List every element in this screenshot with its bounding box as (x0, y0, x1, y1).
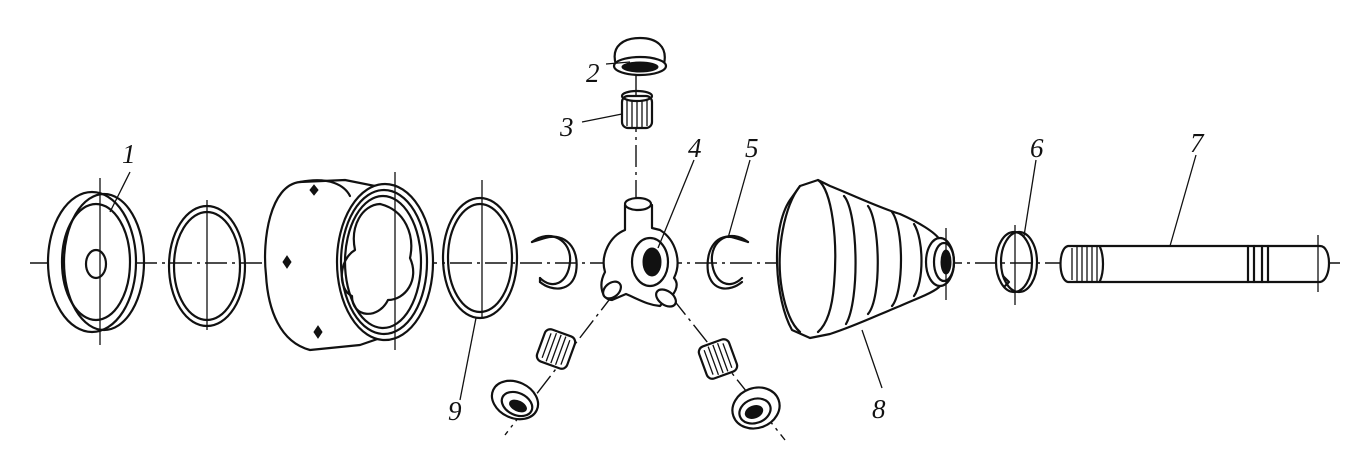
callout-label-8: 8 (872, 394, 886, 424)
part-4-tripod-spider (600, 196, 679, 308)
callout-label-7: 7 (1190, 128, 1205, 158)
callout-label-2: 2 (586, 58, 600, 88)
cap-lower-left (490, 379, 540, 421)
part-3-needle-bearing-top (620, 89, 654, 130)
callout-label-1: 1 (122, 139, 136, 169)
o-ring-left (167, 200, 247, 330)
needle-bearing-lower-left (535, 328, 577, 370)
part-6-boot-clamp (994, 225, 1039, 305)
needle-bearing-lower-right (697, 338, 739, 380)
part-9-o-ring (441, 180, 519, 320)
callout-label-4: 4 (688, 133, 702, 163)
callout-label-6: 6 (1030, 133, 1044, 163)
part-1-cover-disc (46, 178, 146, 345)
part-7-shaft (1059, 235, 1331, 292)
circlip-left (530, 234, 578, 290)
part-8-rubber-boot (775, 178, 956, 340)
part-5-circlip (706, 234, 750, 290)
callout-label-3: 3 (559, 112, 574, 142)
callout-label-5: 5 (745, 133, 759, 163)
cap-lower-right (731, 386, 781, 430)
leader-lines (109, 61, 1197, 401)
housing-bell (263, 172, 435, 352)
callout-label-9: 9 (448, 396, 462, 426)
part-2-top-cap (612, 36, 668, 77)
